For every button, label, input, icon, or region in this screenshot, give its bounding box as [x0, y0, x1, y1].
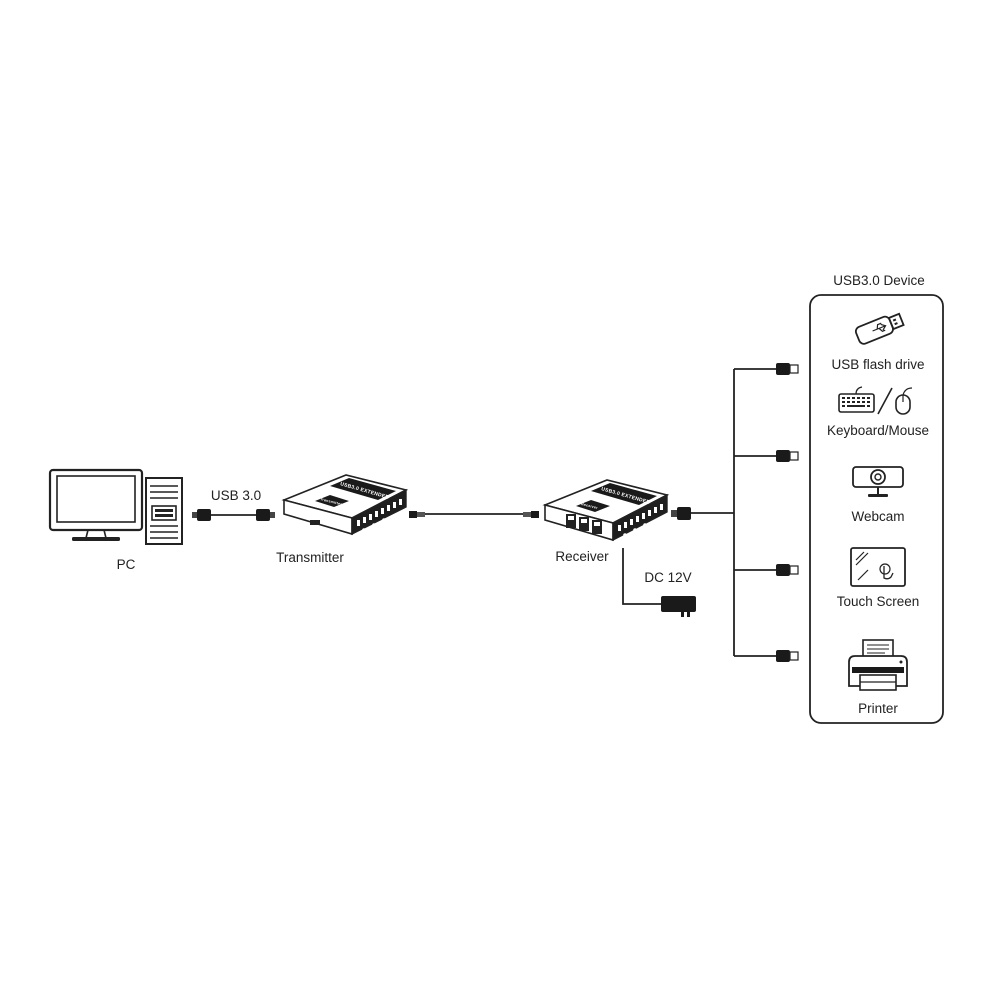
pc-icon — [48, 468, 183, 545]
printer-icon — [848, 639, 908, 691]
device-label-printer: Printer — [858, 701, 898, 716]
network-cable — [409, 511, 539, 518]
usb-flash-drive-icon — [854, 312, 905, 345]
usb-link-label: USB 3.0 — [211, 488, 261, 503]
usb-distribution-cables — [671, 363, 799, 662]
pc-label: PC — [117, 557, 136, 572]
device-label-webcam: Webcam — [851, 509, 904, 524]
device-label-keyboard-mouse: Keyboard/Mouse — [827, 423, 929, 438]
keyboard-mouse-icon — [838, 386, 913, 415]
transmitter-label: Transmitter — [276, 550, 344, 565]
power-adapter-icon — [622, 548, 696, 617]
device-label-usb-flash-drive: USB flash drive — [831, 357, 924, 372]
power-label: DC 12V — [644, 570, 691, 585]
transmitter-device: USB3.0 EXTENDER Transmitter — [281, 474, 409, 536]
receiver-label: Receiver — [555, 549, 609, 564]
devices-title: USB3.0 Device — [833, 273, 925, 288]
receiver-device: USB3.0 EXTENDER Receiver — [542, 479, 670, 542]
device-label-touch-screen: Touch Screen — [837, 594, 920, 609]
receiver-plate: Receiver — [581, 502, 599, 510]
webcam-icon — [852, 466, 904, 497]
usb-cable — [192, 509, 275, 521]
touch-screen-icon — [850, 547, 906, 587]
transmitter-plate: Transmitter — [320, 497, 343, 506]
